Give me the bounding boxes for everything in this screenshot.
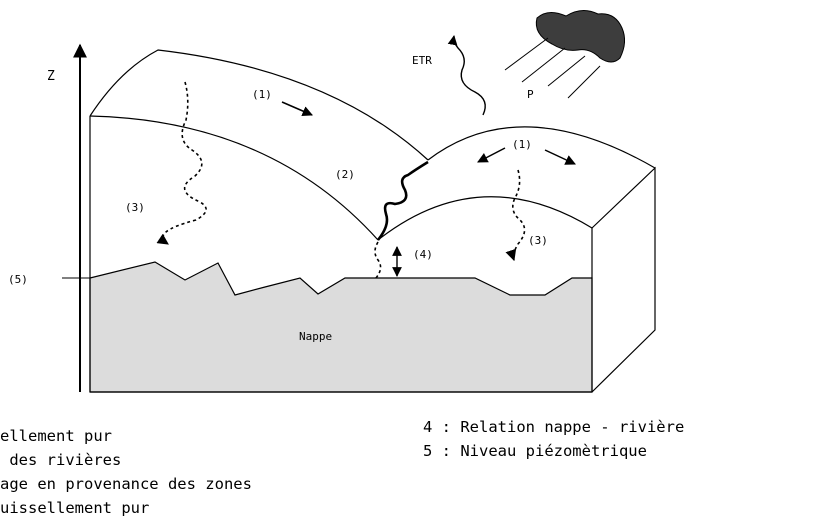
infiltration-arrow-left (156, 81, 207, 245)
legend-left-line-3: age en provenance des zones (0, 475, 252, 493)
river-flow-line (376, 160, 429, 241)
nappe-area (89, 261, 593, 393)
cloud-icon (535, 10, 626, 63)
runoff-arrow-right-b (544, 149, 576, 165)
label-4: (4) (413, 248, 433, 261)
label-nappe: Nappe (299, 330, 332, 343)
runoff-arrow-left (281, 101, 313, 117)
label-3-left: (3) (125, 201, 145, 214)
label-1-right: (1) (512, 138, 532, 151)
rain-lines (504, 37, 601, 99)
label-3-right: (3) (528, 234, 548, 247)
legend-left: ellement pur des rivières age en provena… (0, 427, 252, 517)
legend-left-line-1: ellement pur (0, 427, 112, 445)
legend-left-line-4: uissellement pur (0, 499, 149, 517)
legend-left-line-2: des rivières (0, 451, 121, 469)
legend-right: 4 : Relation nappe - rivière 5 : Niveau … (423, 418, 684, 460)
river-seepage-dotted (374, 241, 382, 279)
legend-right-line-1: 4 : Relation nappe - rivière (423, 418, 684, 436)
label-p: P (527, 88, 534, 101)
etr-arrow (447, 35, 486, 116)
legend-right-line-2: 5 : Niveau piézomètrique (423, 442, 647, 460)
block-outline (89, 49, 656, 393)
label-5: (5) (8, 273, 28, 286)
runoff-arrow-right-a (477, 147, 506, 163)
label-etr: ETR (412, 54, 432, 67)
label-1-left: (1) (252, 88, 272, 101)
z-axis-label: Z (47, 69, 55, 84)
infiltration-arrow-right (505, 169, 526, 262)
label-2: (2) (335, 168, 355, 181)
